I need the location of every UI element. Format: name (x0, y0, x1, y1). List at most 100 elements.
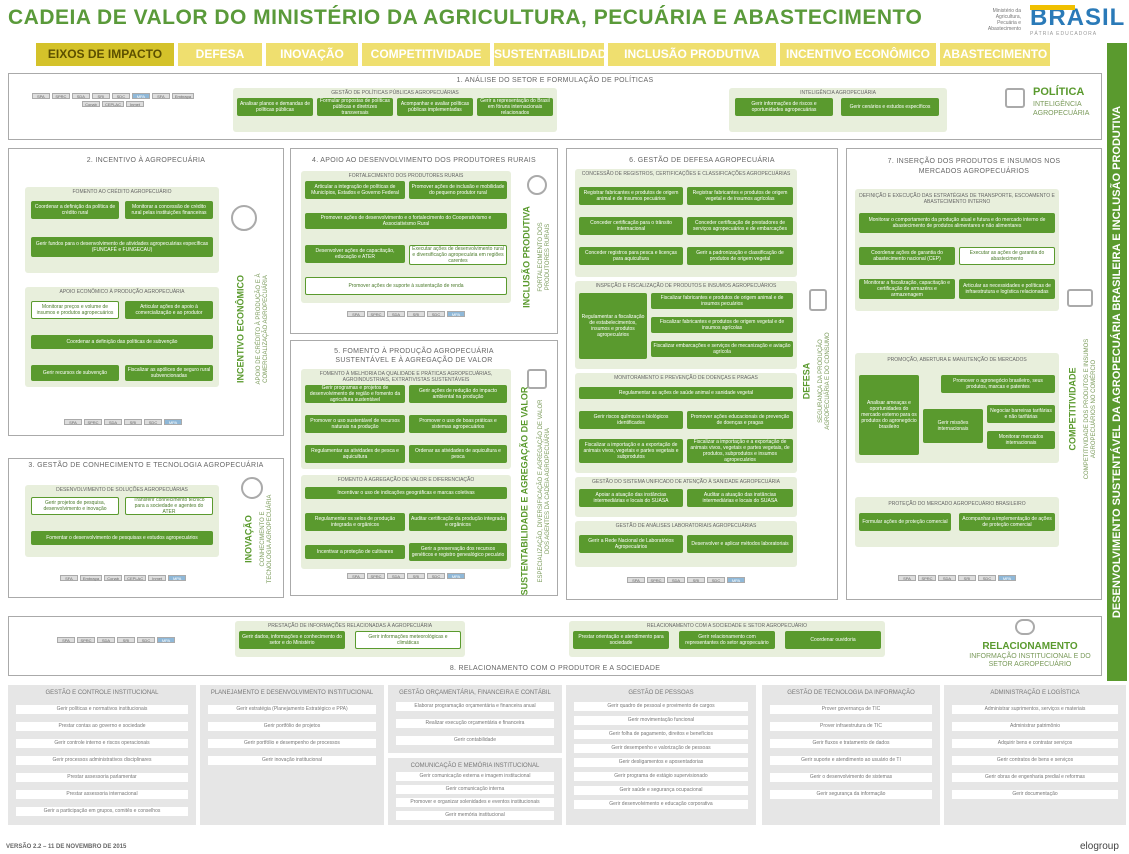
s5-box-value-title: FOMENTO À AGREGAÇÃO DE VALOR E DIFERENCI… (337, 477, 475, 483)
tab-inclusao[interactable]: INCLUSÃO PRODUTIVA (608, 43, 776, 66)
support-item: Gerir contabilidade (396, 736, 554, 745)
process-box: Coordenar ações de garantia do abastecim… (859, 247, 955, 265)
support-item: Gerir quadro de pessoal e provimento de … (574, 702, 748, 711)
process-box: Promover ações de suporte à sustentação … (305, 277, 507, 295)
s2-label: INCENTIVO ECONÔMICO (236, 275, 246, 383)
process-box: Monitorar preços e volume de insumos e p… (31, 301, 119, 319)
support-item: Gerir controle interno e riscos operacio… (16, 739, 188, 748)
process-box: Gerir fundos para o desenvolvimento de a… (31, 237, 213, 257)
s6-box-labs-title: GESTÃO DE ANÁLISES LABORATORIAIS AGROPEC… (615, 523, 757, 529)
s7-label: COMPETITIVIDADE (1068, 367, 1078, 450)
chip: MPA (447, 311, 465, 317)
chip: SDA (387, 573, 405, 579)
process-box: Gerir informações meteorológicas e climá… (355, 631, 461, 649)
chip: SPRC (84, 419, 102, 425)
support-panel-title: GESTÃO ORÇAMENTÁRIA, FINANCEIRA E CONTÁB… (399, 690, 551, 696)
tab-competitividade[interactable]: COMPETITIVIDADE (362, 43, 490, 66)
vertical-band-text: DESENVOLVIMENTO SUSTENTÁVEL DA AGROPECUÁ… (1111, 105, 1123, 619)
chip: MPA (168, 575, 187, 581)
s8-box-info-title: PRESTAÇÃO DE INFORMAÇÕES RELACIONADAS À … (267, 623, 433, 629)
process-box: Articular ações de apoio à comercializaç… (125, 301, 213, 319)
process-box: Promover ações educacionais de prevenção… (687, 411, 793, 429)
s7-box-supply-title: DEFINIÇÃO E EXECUÇÃO DAS ESTRATÉGIAS DE … (859, 193, 1055, 205)
support-item: Prestar contas ao governo e sociedade (16, 722, 188, 731)
process-box: Prestar orientação e atendimento para so… (573, 631, 669, 649)
process-box: Fiscalizar a importação e a exportação d… (579, 439, 683, 463)
tab-incentivo[interactable]: INCENTIVO ECONÔMICO (780, 43, 936, 66)
process-box: Promover o uso sustentável de recursos n… (305, 415, 405, 433)
s6-sub-text: SEGURANÇA DA PRODUÇÃO AGROPECUÁRIA E DO … (818, 332, 831, 430)
process-box: Regulamentar as atividades de pesca e aq… (305, 445, 405, 463)
support-item: Prover infraestrutura de TIC (770, 722, 932, 731)
lightbulb-icon (241, 477, 263, 499)
process-box: Negociar barreiras tarifárias e não tari… (987, 405, 1055, 423)
support-item: Gerir memória institucional (396, 811, 554, 820)
section-5-title: 5. FOMENTO À PRODUÇÃO AGROPECUÁRIA SUSTE… (334, 348, 494, 364)
support-panel-3: GESTÃO ORÇAMENTÁRIA, FINANCEIRA E CONTÁB… (388, 685, 562, 753)
support-panel-title: GESTÃO DE TECNOLOGIA DA INFORMAÇÃO (787, 690, 915, 696)
process-box: Promover ações de desenvolvimento e o fo… (305, 213, 507, 229)
chip-spa: SPA (31, 93, 50, 99)
s6-box-inspection-title: INSPEÇÃO E FISCALIZAÇÃO DE PRODUTOS E IN… (595, 283, 777, 289)
chip: SPA (347, 573, 365, 579)
s7-box-protection: PROTEÇÃO DO MERCADO AGROPECUÁRIO BRASILE… (855, 497, 1059, 547)
chip: SDA (938, 575, 956, 581)
s1-box-intel-title: INTELIGÊNCIA AGROPECUÁRIA (800, 90, 876, 96)
lock-icon (809, 289, 827, 311)
process-box: Gerir projetos de pesquisa, desenvolvime… (31, 497, 119, 515)
process-box: Gerir cenários e estudos específicos (841, 98, 939, 116)
process-box: Monitorar a concessão de crédito rural p… (125, 201, 213, 219)
section-1: 1. ANÁLISE DO SETOR E FORMULAÇÃO DE POLÍ… (8, 73, 1102, 140)
tab-inovacao[interactable]: INOVAÇÃO (266, 43, 358, 66)
process-box: Apoiar a atuação das instâncias intermed… (579, 489, 683, 507)
s7-box-supply: DEFINIÇÃO E EXECUÇÃO DAS ESTRATÉGIAS DE … (855, 189, 1059, 311)
s7-sub-text: COMPETITIVIDADE DOS PRODUTOS E INSUMOS A… (1084, 338, 1097, 480)
process-box: Coordenar ouvidoria (785, 631, 881, 649)
process-box: Registrar fabricantes e produtos de orig… (687, 187, 793, 205)
process-box: Executar as ações de garantia do abastec… (959, 247, 1055, 265)
chip: SDC (144, 419, 162, 425)
chip: SPA (64, 419, 82, 425)
s2-sub-text: APOIO DE CRÉDITO À PRODUÇÃO E À COMERCIA… (256, 273, 269, 385)
chip: MPA (998, 575, 1016, 581)
tab-sustentabilidade[interactable]: SUSTENTABILIDADE (494, 43, 604, 66)
chip: SDC (427, 311, 445, 317)
chip: CEPLAC (124, 575, 147, 581)
support-item: Realizar execução orçamentária e finance… (396, 719, 554, 728)
s3-label-text: INOVAÇÃO (243, 515, 254, 563)
support-panel-title: GESTÃO DE PESSOAS (628, 690, 694, 696)
chip-embrapa: Embrapa (171, 93, 195, 99)
chip-mpa: MPA (131, 93, 150, 99)
tab-abastecimento[interactable]: ABASTECIMENTO (940, 43, 1050, 66)
s7-box-markets-title: PROMOÇÃO, ABERTURA E MANUTENÇÃO DE MERCA… (887, 357, 1027, 363)
s8-label: RELACIONAMENTO (982, 641, 1078, 652)
s4-label: INCLUSÃO PRODUTIVA (522, 206, 532, 308)
process-box: Fiscalizar fabricantes e produtos de ori… (651, 317, 793, 333)
s8-sub: INFORMAÇÃO INSTITUCIONAL E DO SETOR AGRO… (969, 653, 1091, 668)
chip-sfa: SFA (151, 93, 170, 99)
chip: SPRC (367, 311, 385, 317)
section-8-title: 8. RELACIONAMENTO COM O PRODUTOR E A SOC… (449, 665, 661, 672)
factory-icon (527, 369, 547, 389)
tab-defesa[interactable]: DEFESA (178, 43, 262, 66)
chip: SDC (707, 577, 725, 583)
chip-ceplac: CEPLAC (101, 101, 124, 107)
process-box: Fomentar o desenvolvimento de pesquisas … (31, 531, 213, 545)
support-item: Adquirir bens e contratar serviços (952, 739, 1118, 748)
process-box: Fiscalizar fabricantes e produtos de ori… (651, 293, 793, 309)
support-item: Gerir documentação (952, 790, 1118, 799)
tab-eixos[interactable]: EIXOS DE IMPACTO (36, 43, 174, 66)
process-box: Auditar certificação da produção integra… (409, 513, 507, 531)
chip: SRI (117, 637, 135, 643)
process-box: Conceder registros para pesca e licenças… (579, 247, 683, 265)
chip: MPA (447, 573, 465, 579)
s7-sub: COMPETITIVIDADE DOS PRODUTOS E INSUMOS A… (1084, 324, 1098, 494)
s6-box-inspection: INSPEÇÃO E FISCALIZAÇÃO DE PRODUTOS E IN… (575, 281, 797, 369)
chip: SRI (687, 577, 705, 583)
section-3: 3. GESTÃO DE CONHECIMENTO E TECNOLOGIA A… (8, 458, 284, 598)
s1-sub: INTELIGÊNCIA AGROPECUÁRIA (1033, 101, 1090, 117)
s6-sub: SEGURANÇA DA PRODUÇÃO AGROPECUÁRIA E DO … (818, 321, 832, 441)
s6-box-monitoring: MONITORAMENTO E PREVENÇÃO DE DOENÇAS E P… (575, 373, 797, 473)
